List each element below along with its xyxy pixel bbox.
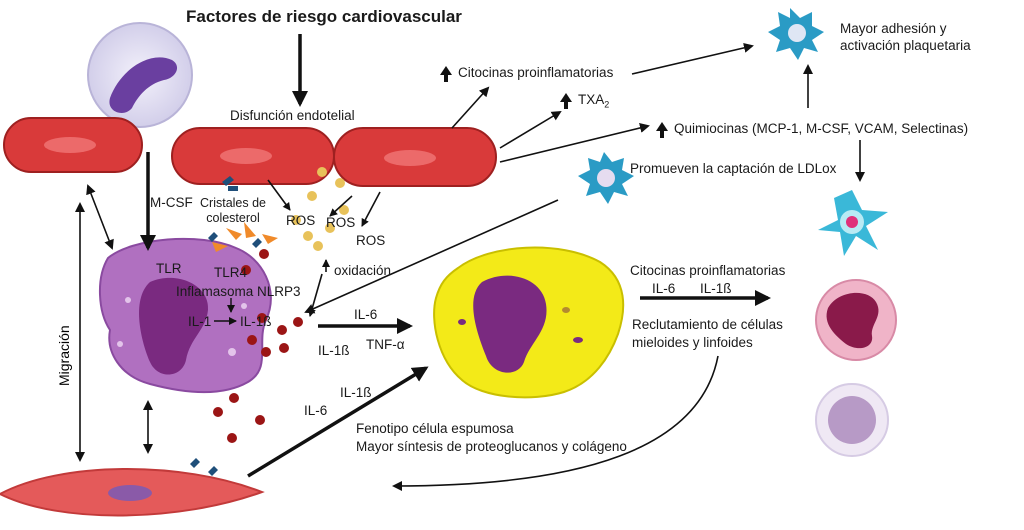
label-ros-1: ROS xyxy=(286,213,316,228)
red-blood-cell-left xyxy=(3,117,143,173)
label-reclutamiento-line1: Reclutamiento de células xyxy=(632,317,783,332)
label-ros-3: ROS xyxy=(356,233,386,248)
label-tlr4: TLR4 xyxy=(214,265,248,280)
label-il1b-cell: IL-1ß xyxy=(240,314,272,329)
cholesterol-crystals xyxy=(212,222,278,252)
ros-particles xyxy=(291,167,349,251)
label-quimiocinas: Quimiocinas (MCP-1, M-CSF, VCAM, Selecti… xyxy=(656,120,968,138)
activated-platelet-top xyxy=(768,8,824,60)
label-ros-2: ROS xyxy=(326,215,356,230)
label-tlr: TLR xyxy=(156,261,182,276)
lymphocyte-cell xyxy=(815,383,889,457)
tlr-receptors xyxy=(190,176,262,476)
label-promueven-ldlox: Promueven la captación de LDLox xyxy=(630,161,837,176)
up-arrow-icon xyxy=(440,66,452,82)
label-cristales-line2: colesterol xyxy=(206,211,260,225)
up-arrow-icon xyxy=(656,122,668,138)
label-tnf-alpha: TNF-α xyxy=(366,337,405,352)
label-il6-low: IL-6 xyxy=(304,403,328,418)
red-blood-cell-right xyxy=(333,127,497,187)
red-blood-cell-center xyxy=(171,127,335,185)
smooth-muscle-cell xyxy=(0,467,265,517)
diagram-title: Factores de riesgo cardiovascular xyxy=(186,7,462,26)
label-cristales-line1: Cristales de xyxy=(200,196,266,210)
leukocyte-top xyxy=(87,22,193,128)
label-inflamasoma-nlrp3: Inflamasoma NLRP3 xyxy=(176,284,301,299)
label-il6-right: IL-6 xyxy=(652,281,676,296)
arrows xyxy=(75,34,865,491)
neutrophil-cell xyxy=(815,279,897,361)
label-citocinas-right: Citocinas proinflamatorias xyxy=(630,263,786,278)
label-adhesion-line1: Mayor adhesión y xyxy=(840,21,947,36)
label-mcsf: M-CSF xyxy=(150,195,193,210)
label-il6-mid: IL-6 xyxy=(354,307,378,322)
label-il1: IL-1 xyxy=(188,314,212,329)
label-il1b-right: IL-1ß xyxy=(700,281,732,296)
label-oxidacion: oxidación xyxy=(334,263,392,278)
up-arrow-icon xyxy=(560,93,572,109)
foam-cell xyxy=(433,246,625,399)
label-il1b-mid: IL-1ß xyxy=(318,343,350,358)
label-il1b-low: IL-1ß xyxy=(340,385,372,400)
label-reclutamiento-line2: mieloides y linfoides xyxy=(632,335,753,350)
cytokine-droplets xyxy=(213,249,303,443)
label-migracion: Migración xyxy=(56,325,72,386)
dendritic-cell xyxy=(818,190,888,256)
macrophage xyxy=(98,237,272,394)
label-disfuncion-endotelial: Disfunción endotelial xyxy=(230,108,355,123)
platelet-mid xyxy=(578,152,634,204)
label-fenotipo-line1: Fenotipo célula espumosa xyxy=(356,421,514,436)
label-txa2: TXA2 xyxy=(560,91,609,114)
label-citocinas-top: Citocinas proinflamatorias xyxy=(440,64,613,82)
label-adhesion-line2: activación plaquetaria xyxy=(840,38,971,53)
label-fenotipo-line2: Mayor síntesis de proteoglucanos y colág… xyxy=(356,439,627,454)
